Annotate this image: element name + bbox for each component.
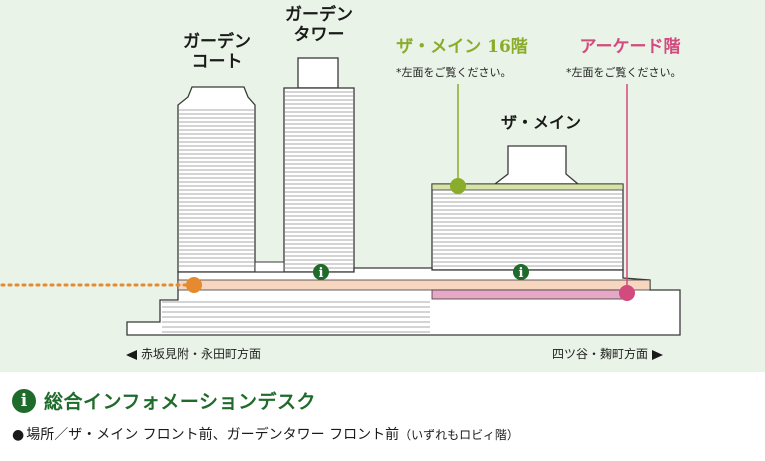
direction-left: 赤坂見附・永田町方面 <box>126 345 261 362</box>
info-desk-heading: i 総合インフォメーションデスク <box>12 387 316 414</box>
entrance-marker-dot <box>186 277 202 293</box>
garden-tower-label-line1: ガーデン <box>285 5 353 25</box>
garden-connector <box>254 261 285 273</box>
garden-court-label-line2: コート <box>191 51 243 72</box>
info-icon: i <box>12 388 36 413</box>
garden-tower-label-line2: タワー <box>293 24 345 45</box>
arcade-note: *左面をご覧ください。 <box>566 66 682 79</box>
info-desk-title: 総合インフォメーションデスク <box>44 391 317 413</box>
garden-court-building <box>177 86 256 273</box>
info-marker-the-main: i <box>513 264 529 281</box>
main-16f-band <box>431 183 624 191</box>
direction-left-label: 赤坂見附・永田町方面 <box>141 347 262 361</box>
bullet: ● <box>12 427 25 443</box>
arrow-right-icon <box>652 349 664 360</box>
direction-right-label: 四ツ谷・麹町方面 <box>552 347 649 361</box>
podium-base <box>126 267 681 336</box>
svg-text:i: i <box>319 266 324 281</box>
location-note: （いずれもロビィ階） <box>399 428 519 442</box>
info-marker-garden-tower: i <box>313 264 329 281</box>
arcade-marker-dot <box>619 285 635 301</box>
info-desk-location: ●場所／ザ・メイン フロント前、ガーデンタワー フロント前（いずれもロビィ階） <box>12 424 519 444</box>
lobby-band <box>177 279 651 291</box>
arcade-title: アーケード階 <box>579 37 681 57</box>
garden-court-label: ガーデン コート <box>174 32 260 72</box>
the-main-label: ザ・メイン <box>500 113 581 132</box>
garden-court-label-line1: ガーデン <box>183 32 251 52</box>
main-16f-title: ザ・メイン 16階 <box>396 37 528 57</box>
arrow-left-icon <box>126 349 137 360</box>
the-main-building <box>431 145 624 271</box>
garden-tower-label: ガーデン タワー <box>276 5 362 45</box>
main-16f-marker-dot <box>450 178 466 194</box>
garden-tower-building <box>283 57 355 273</box>
svg-text:i: i <box>519 266 524 281</box>
main-16f-note: *左面をご覧ください。 <box>396 66 512 79</box>
direction-right: 四ツ谷・麹町方面 <box>552 345 664 362</box>
arcade-band <box>431 289 631 300</box>
location-text: 場所／ザ・メイン フロント前、ガーデンタワー フロント前 <box>26 427 400 443</box>
